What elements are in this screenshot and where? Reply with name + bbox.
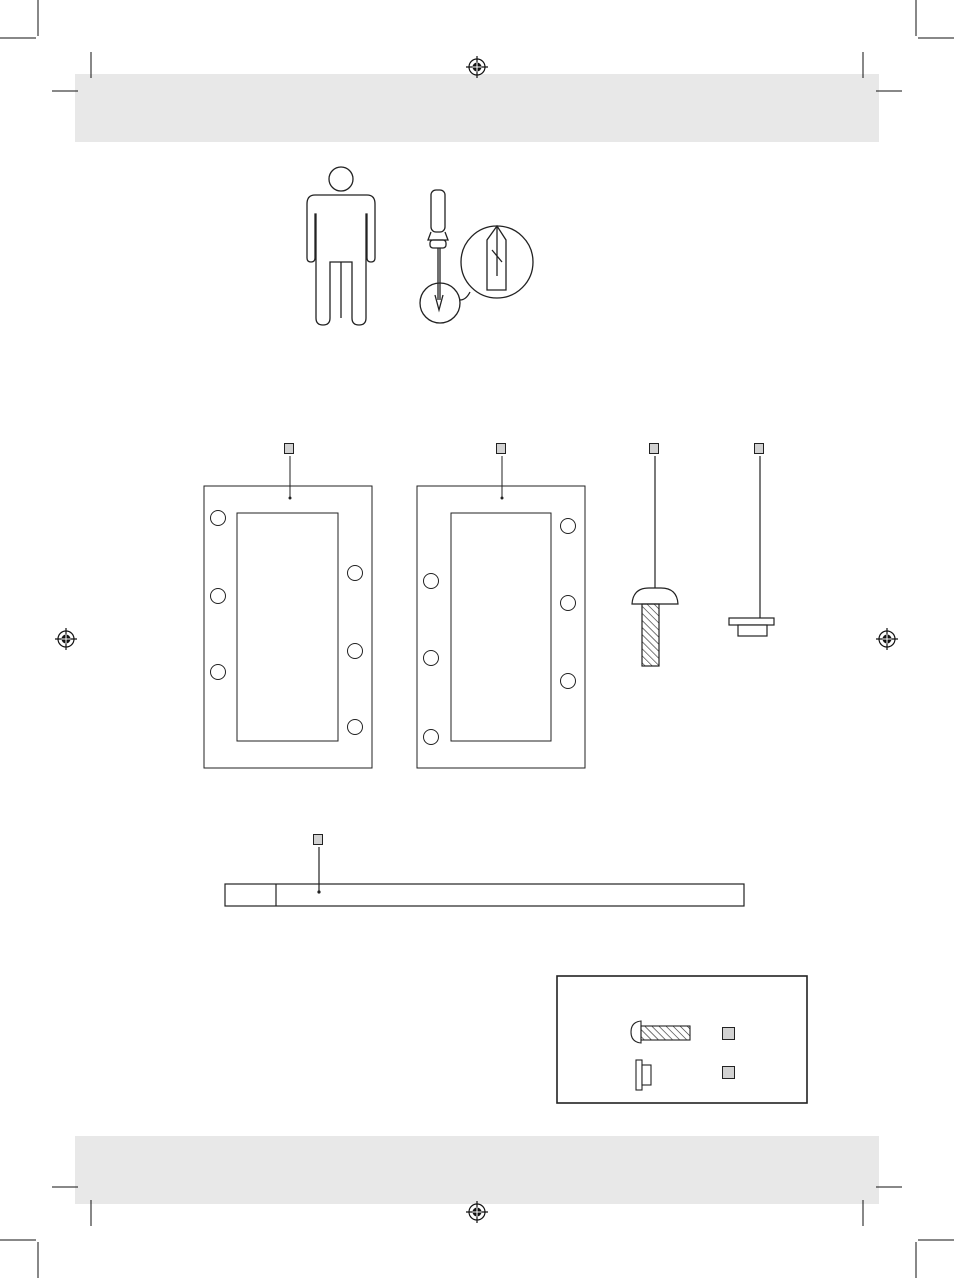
hardware-label-cap <box>722 1066 735 1079</box>
part-label-side-panel-right <box>496 443 506 454</box>
rod-part <box>224 847 745 907</box>
phillips-screwdriver-icon <box>419 189 534 324</box>
part-label-screw <box>649 443 659 454</box>
cap-part <box>728 456 775 637</box>
registration-mark-icon <box>875 627 899 651</box>
side-panel-right <box>416 456 586 769</box>
part-label-rod <box>313 834 323 845</box>
hardware-box <box>556 975 808 1104</box>
person-icon <box>306 166 376 326</box>
part-label-side-panel-left <box>284 443 294 454</box>
footer-band <box>75 1136 879 1204</box>
screw-part <box>631 456 679 667</box>
hardware-label-screw <box>722 1027 735 1040</box>
side-panel-left <box>203 456 373 769</box>
part-label-cap <box>754 443 764 454</box>
registration-mark-icon <box>465 1200 489 1224</box>
header-band <box>75 74 879 142</box>
registration-mark-icon <box>465 55 489 79</box>
registration-mark-icon <box>54 627 78 651</box>
